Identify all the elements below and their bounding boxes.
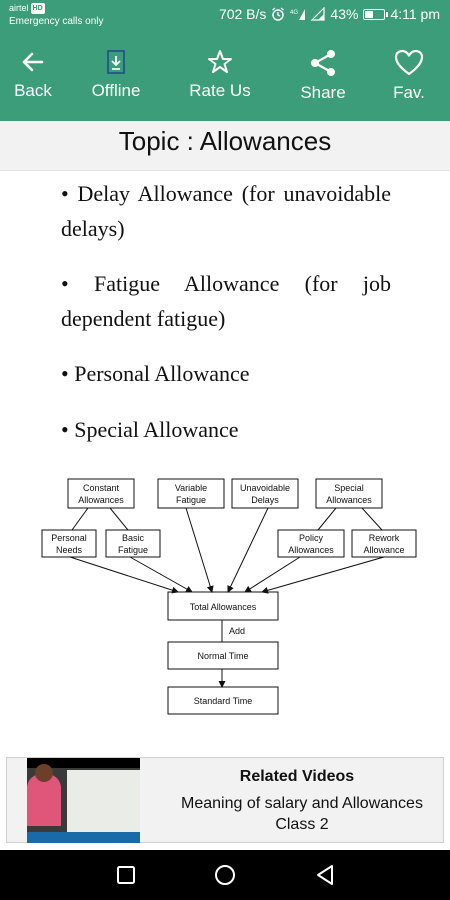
label-unavoidable-delays-1: Unavoidable xyxy=(240,483,290,493)
share-button[interactable]: Share xyxy=(296,33,350,121)
download-doc-icon xyxy=(107,50,125,74)
box-normal-time xyxy=(167,641,279,670)
label-personal-needs-2: Needs xyxy=(56,545,83,555)
back-label: Back xyxy=(14,81,52,100)
topic-header: Topic : Allowances xyxy=(0,121,450,171)
label-rework-allowance-2: Allowance xyxy=(363,545,404,555)
offline-button[interactable]: Offline xyxy=(88,33,144,121)
thumbnail-presenter xyxy=(27,774,61,826)
navigation-bar xyxy=(0,850,450,900)
alarm-icon xyxy=(272,7,285,21)
heart-icon xyxy=(394,49,424,76)
rate-us-button[interactable]: Rate Us xyxy=(186,33,254,121)
signal-icon xyxy=(311,7,326,21)
label-policy-allowances-1: Policy xyxy=(299,533,324,543)
back-nav-icon[interactable] xyxy=(312,862,338,888)
content-area: • Delay Allowance (for unavoidable delay… xyxy=(0,171,450,756)
label-rework-allowance-1: Rework xyxy=(369,533,400,543)
label-policy-allowances-2: Allowances xyxy=(288,545,334,555)
share-label: Share xyxy=(300,83,346,102)
signal-4g-icon: 4G xyxy=(290,9,306,20)
allowances-diagram: Constant Allowances Variable Fatigue Una… xyxy=(41,478,417,715)
label-constant-allowances-2: Allowances xyxy=(78,495,124,505)
box-unavoidable-delays xyxy=(231,478,299,509)
offline-label: Offline xyxy=(91,81,141,100)
related-videos-title: Related Videos xyxy=(239,768,355,785)
rate-us-label: Rate Us xyxy=(189,81,251,100)
label-basic-fatigue-1: Basic xyxy=(122,533,145,543)
bullet-fatigue-allowance: • Fatigue Allowance (for job dependent f… xyxy=(61,271,391,331)
box-personal-needs xyxy=(41,529,97,558)
label-unavoidable-delays-2: Delays xyxy=(251,495,279,505)
label-personal-needs-1: Personal xyxy=(51,533,87,543)
topic-title: Topic : Allowances xyxy=(118,126,332,156)
recents-icon[interactable] xyxy=(113,862,139,888)
bullet-special-allowance: • Special Allowance xyxy=(61,417,239,442)
related-video-line2: Class 2 xyxy=(275,816,329,833)
box-variable-fatigue xyxy=(157,478,225,509)
svg-text:4G: 4G xyxy=(290,10,298,16)
label-constant-allowances-1: Constant xyxy=(83,483,120,493)
related-video-line1: Meaning of salary and Allowances xyxy=(181,795,423,812)
related-videos-card[interactable]: Related Videos Meaning of salary and All… xyxy=(6,757,444,843)
box-total-allowances xyxy=(167,591,279,621)
battery-fill xyxy=(365,10,373,18)
clock: 4:11 pm xyxy=(390,6,440,22)
back-button[interactable]: Back xyxy=(10,33,56,121)
status-icons: 702 B/s 4G 43% 4:11 pm xyxy=(219,6,440,22)
battery-icon xyxy=(363,8,389,20)
label-total-allowances: Total Allowances xyxy=(190,602,257,612)
favorite-button[interactable]: Fav. xyxy=(388,33,430,121)
box-constant-allowances xyxy=(67,478,135,509)
thumbnail-top-strip xyxy=(27,758,140,768)
label-normal-time: Normal Time xyxy=(197,651,248,661)
box-standard-time xyxy=(167,686,279,715)
video-thumbnail[interactable] xyxy=(27,758,140,843)
label-special-allowances-1: Special xyxy=(334,483,364,493)
label-variable-fatigue-1: Variable xyxy=(175,483,207,493)
carrier-label: airtel xyxy=(9,3,29,13)
hd-badge: HD xyxy=(30,3,45,14)
favorite-label: Fav. xyxy=(393,83,425,102)
label-variable-fatigue-2: Fatigue xyxy=(176,495,206,505)
box-basic-fatigue xyxy=(105,529,161,558)
label-add: Add xyxy=(229,626,245,636)
net-speed: 702 B/s xyxy=(218,6,267,22)
bullet-personal-allowance: • Personal Allowance xyxy=(61,361,250,386)
thumbnail-presenter-head xyxy=(35,764,53,782)
home-icon[interactable] xyxy=(212,862,238,888)
related-video-description: Meaning of salary and Allowances Class 2 xyxy=(152,793,450,835)
battery-percent: 43% xyxy=(330,6,359,22)
toolbar: Back Offline Rate Us Share Fav. xyxy=(0,33,450,121)
thumbnail-bottom-strip xyxy=(27,832,140,843)
bullet-delay-allowance: • Delay Allowance (for unavoidable delay… xyxy=(61,181,391,241)
box-special-allowances xyxy=(315,478,383,509)
star-icon xyxy=(208,50,232,73)
box-rework-allowance xyxy=(351,529,417,558)
label-special-allowances-2: Allowances xyxy=(326,495,372,505)
thumbnail-whiteboard xyxy=(67,770,140,832)
box-policy-allowances xyxy=(277,529,345,558)
emergency-text: Emergency calls only xyxy=(9,16,104,27)
share-icon xyxy=(311,50,335,76)
label-standard-time: Standard Time xyxy=(194,696,253,706)
label-basic-fatigue-2: Fatigue xyxy=(118,545,148,555)
arrow-left-icon xyxy=(22,52,44,72)
